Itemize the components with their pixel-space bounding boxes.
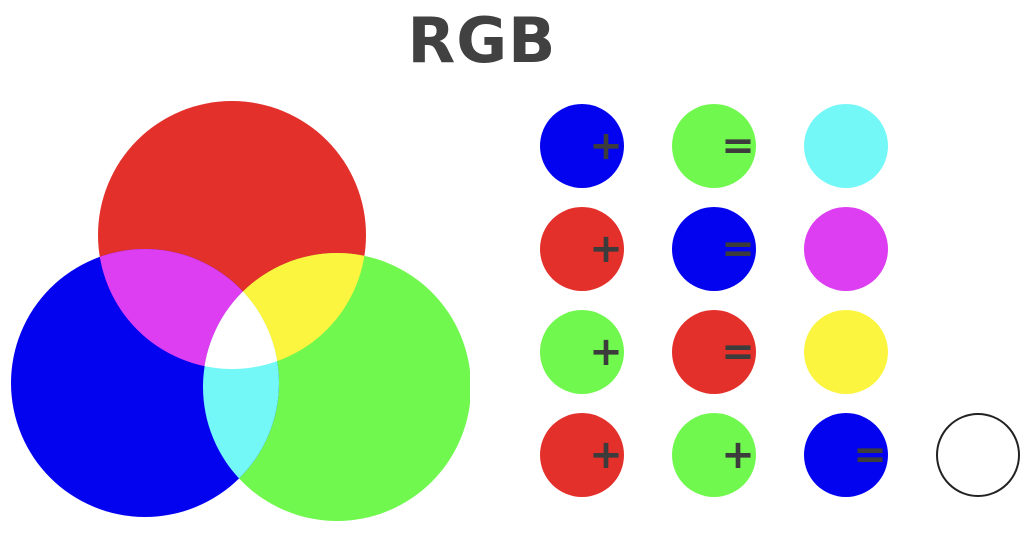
plus-sign: + [589,432,623,478]
operand-green-swatch [540,310,624,394]
plus-sign: + [589,226,623,272]
operand-red-swatch [540,207,624,291]
diagram-title: RGB [407,4,557,77]
operand-green-swatch [672,104,756,188]
operand-blue-swatch [540,104,624,188]
venn-yellow-overlap [203,253,366,369]
plus-sign: + [589,329,623,375]
result-yellow-swatch [804,310,888,394]
equals-sign: = [721,226,755,272]
plus-sign: + [589,123,623,169]
plus-sign: + [721,432,755,478]
result-white-swatch [936,413,1020,497]
operand-red-swatch [672,310,756,394]
rgb-venn-diagram [11,101,470,521]
result-cyan-swatch [804,104,888,188]
equals-sign: = [721,329,755,375]
venn-magenta-overlap [98,249,279,369]
operand-blue-swatch [804,413,888,497]
result-magenta-swatch [804,207,888,291]
operand-green-swatch [672,413,756,497]
equals-sign: = [853,432,887,478]
equals-sign: = [721,123,755,169]
operand-blue-swatch [672,207,756,291]
operand-red-swatch [540,413,624,497]
